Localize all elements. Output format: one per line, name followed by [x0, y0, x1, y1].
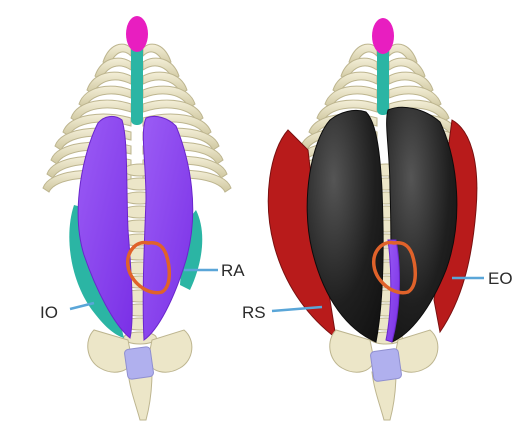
- label-io-group: IO: [40, 303, 94, 322]
- xiphoid-marker: [126, 16, 148, 52]
- label-io: IO: [40, 303, 58, 322]
- linea-alba: [131, 45, 143, 125]
- linea-alba: [377, 45, 389, 115]
- right-torso-figure: [268, 18, 477, 420]
- xiphoid-marker: [372, 18, 394, 54]
- label-eo: EO: [488, 269, 513, 288]
- label-ra: RA: [221, 261, 245, 280]
- label-rs: RS: [242, 303, 266, 322]
- pubic-symphysis: [124, 346, 154, 379]
- left-torso-figure: [43, 16, 231, 420]
- pubic-symphysis: [370, 348, 402, 382]
